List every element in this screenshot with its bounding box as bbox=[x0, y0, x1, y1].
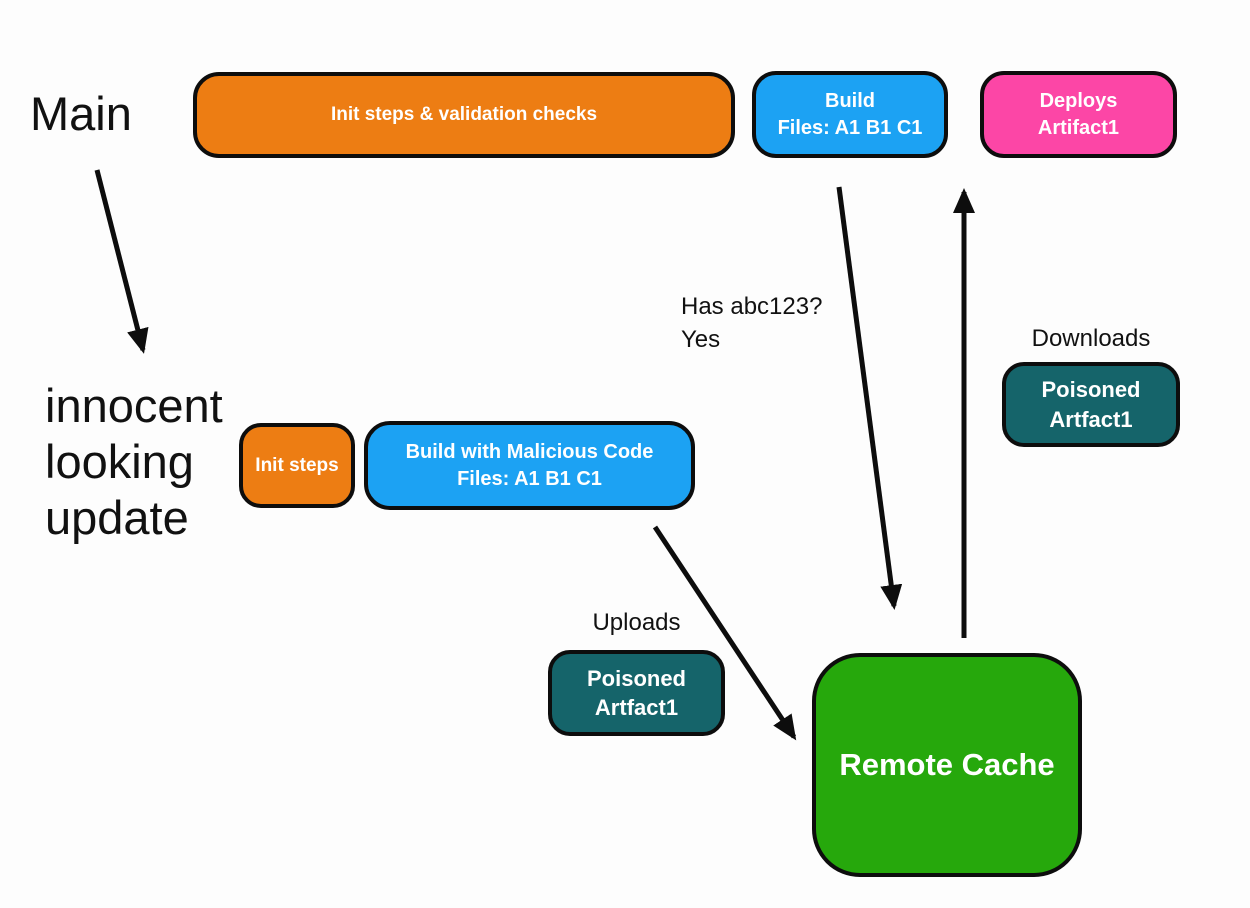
node-build-line2: Files: A1 B1 C1 bbox=[777, 116, 923, 139]
node-remote-cache: Remote Cache bbox=[812, 653, 1082, 877]
node-poisoned-upload-line1: Poisoned bbox=[586, 665, 686, 691]
node-poisoned-artifact-upload: Poisoned Artfact1 bbox=[548, 650, 725, 736]
has-hash-question: Has abc123? bbox=[681, 293, 823, 320]
node-init-steps-label: Init steps bbox=[255, 454, 339, 476]
uploads-annotation: Uploads bbox=[592, 609, 681, 636]
has-hash-answer: Yes bbox=[681, 326, 721, 353]
downloads-annotation: Downloads bbox=[1031, 325, 1151, 352]
node-deploys-artifact: Deploys Artifact1 bbox=[980, 71, 1177, 158]
node-init-validation-checks: Init steps & validation checks bbox=[193, 72, 735, 158]
node-poisoned-download-line2: Artfact1 bbox=[1049, 406, 1133, 432]
node-malicious-build: Build with Malicious Code Files: A1 B1 C… bbox=[364, 421, 695, 510]
node-poisoned-artifact-download: Poisoned Artfact1 bbox=[1002, 362, 1180, 447]
node-init-steps: Init steps bbox=[239, 423, 355, 508]
innocent-update-label: innocent looking update bbox=[45, 378, 223, 546]
node-malicious-build-line1: Build with Malicious Code bbox=[405, 441, 654, 464]
main-branch-label: Main bbox=[30, 87, 132, 140]
arrow-main-to-innocent-update bbox=[94, 169, 149, 354]
innocent-update-line3: update bbox=[45, 491, 189, 544]
node-poisoned-upload-line2: Artfact1 bbox=[594, 695, 679, 720]
has-hash-annotation: Has abc123? Yes bbox=[681, 290, 822, 356]
node-init-validation-checks-label: Init steps & validation checks bbox=[330, 104, 598, 126]
node-malicious-build-line2: Files: A1 B1 C1 bbox=[457, 467, 602, 490]
innocent-update-line1: innocent bbox=[45, 379, 223, 432]
node-poisoned-download-line1: Poisoned bbox=[1041, 377, 1141, 403]
node-remote-cache-label: Remote Cache bbox=[839, 746, 1055, 782]
node-build-line1: Build bbox=[825, 90, 875, 113]
node-deploys-line2: Artifact1 bbox=[1037, 116, 1120, 139]
node-build: Build Files: A1 B1 C1 bbox=[752, 71, 948, 158]
innocent-update-line2: looking bbox=[45, 435, 194, 488]
arrow-build-to-remote-cache bbox=[836, 186, 903, 610]
node-deploys-line1: Deploys bbox=[1039, 90, 1118, 113]
